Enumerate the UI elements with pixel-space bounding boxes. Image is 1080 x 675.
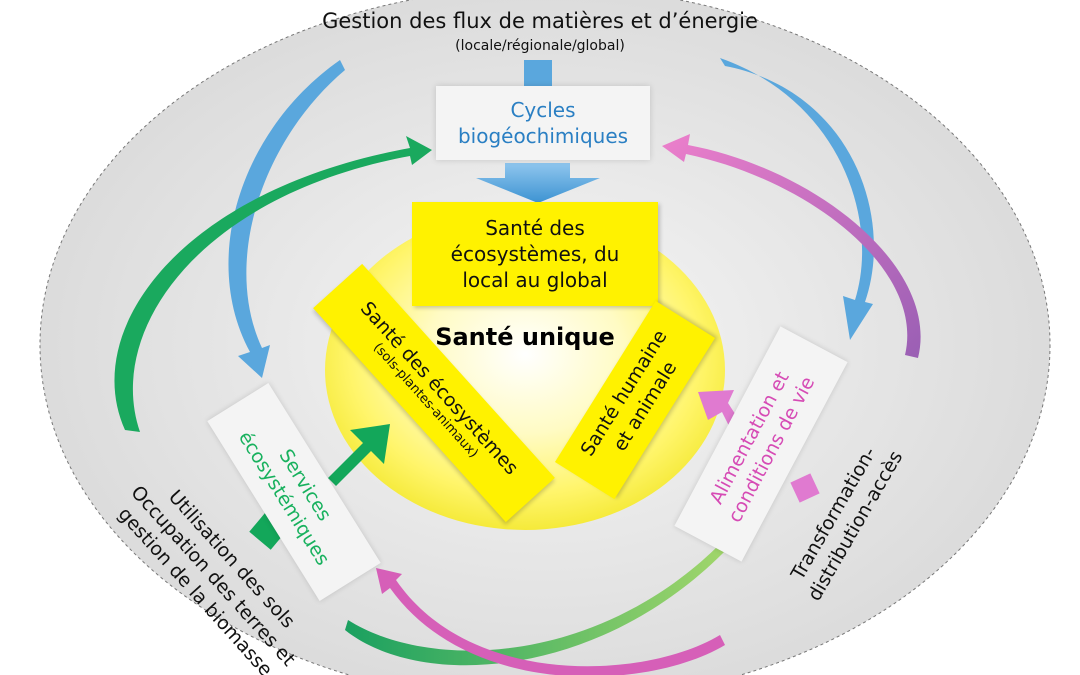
- green-arc-bottom: [345, 530, 740, 666]
- eco-global-line1: Santé des: [485, 216, 585, 240]
- pink-arc-bottom: [376, 568, 725, 675]
- top-title: Gestion des flux de matières et d’énergi…: [0, 8, 1080, 34]
- eco-global-line3: local au global: [462, 268, 608, 292]
- blue-arc-left: [228, 60, 345, 378]
- cycles-box: Cycles biogéochimiques: [436, 86, 650, 160]
- center-title: Santé unique: [420, 322, 630, 352]
- green-arc-left: [114, 136, 433, 432]
- cycles-line2: biogéochimiques: [457, 124, 629, 148]
- pink-square: [790, 473, 820, 503]
- cycles-line1: Cycles: [510, 98, 576, 122]
- eco-global-box: Santé des écosystèmes, du local au globa…: [412, 202, 658, 306]
- blue-arc-right: [720, 58, 874, 340]
- top-subtitle: (locale/régionale/global): [0, 38, 1080, 56]
- green-arrow-in: [328, 424, 390, 486]
- eco-global-line2: écosystèmes, du: [450, 242, 620, 266]
- top-title-text: Gestion des flux de matières et d’énergi…: [322, 9, 758, 33]
- top-subtitle-text: (locale/régionale/global): [455, 38, 625, 54]
- center-title-text: Santé unique: [435, 323, 615, 351]
- pink-arc-right: [662, 134, 921, 358]
- top-down-arrow: [476, 60, 600, 203]
